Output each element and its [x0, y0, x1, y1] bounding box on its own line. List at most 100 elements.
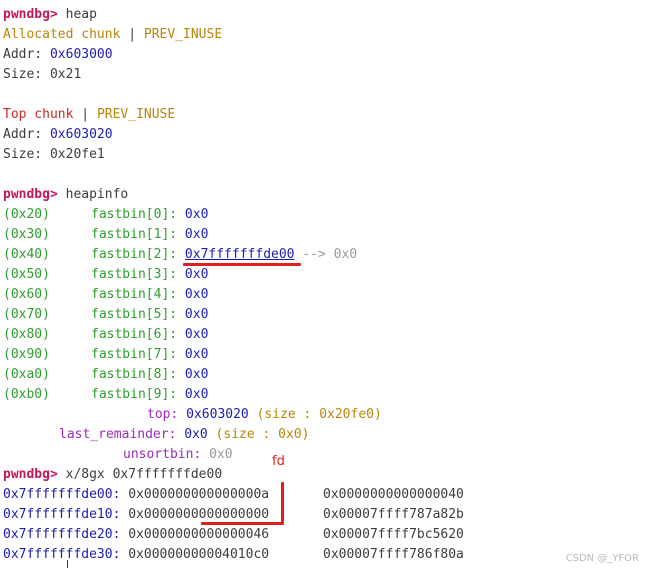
fastbin-value: 0x0 — [184, 367, 209, 382]
fastbin-row: (0x50) fastbin[3]: 0x0 — [3, 265, 464, 285]
fastbin-row: (0x60)fastbin[4]: 0x0 — [3, 285, 464, 305]
size-label: Size: — [3, 67, 43, 82]
fastbin-row: (0x70) fastbin[5]: 0x0 — [3, 305, 464, 325]
fastbin-name: fastbin[2]: — [91, 247, 178, 262]
last-remainder-row: last_remainder: 0x0 (size : 0x0) — [3, 425, 464, 445]
fastbin-name: fastbin[7]: — [91, 347, 178, 362]
fastbin2-underline-mark — [183, 263, 301, 266]
memory-value-1: 0x000000000000000a — [128, 487, 270, 502]
memory-addr: 0x7fffffffde20: — [3, 527, 121, 542]
command-line: pwndbg> heap — [3, 5, 464, 25]
memory-value-2: 0x00007ffff786f80a — [323, 547, 464, 562]
blank-line — [3, 165, 464, 185]
blank-line — [3, 85, 464, 105]
fastbin-size: (0x70) — [3, 307, 50, 322]
size-label: Size: — [3, 147, 43, 162]
watermark: CSDN @_YFOR — [565, 553, 639, 564]
fd-bracket-line — [281, 482, 284, 524]
memory-value-1: 0x00000000004010c0 — [128, 547, 270, 562]
chunk-title: Allocated chunk — [3, 27, 121, 42]
command-line: pwndbg> x/8gx 0x7fffffffde00 — [3, 465, 464, 485]
fd-annotation-label: fd — [272, 454, 285, 469]
memory-addr: 0x7fffffffde10: — [3, 507, 121, 522]
addr-value: 0x603000 — [49, 47, 113, 62]
fastbin-row: (0x30) fastbin[1]: 0x0 — [3, 225, 464, 245]
last-remainder-label: last_remainder: — [59, 427, 177, 442]
fastbin-value: 0x7fffffffde00 — [184, 247, 295, 262]
fastbin-row: (0x20) fastbin[0]: 0x0 — [3, 205, 464, 225]
memory-value-2: 0x0000000000000040 — [323, 487, 464, 502]
top-value: 0x603020 — [186, 407, 249, 422]
memory-value-1: 0x0000000000000000 — [128, 507, 270, 522]
fastbin-name: fastbin[5]: — [91, 307, 178, 322]
fastbin-value: 0x0 — [184, 207, 209, 222]
chunk-header: Top chunk | PREV_INUSE — [3, 105, 464, 125]
fd-underline-mark — [201, 522, 284, 525]
unsortbin-value: 0x0 — [209, 447, 233, 462]
memory-row: 0x7fffffffde00: 0x000000000000000a 0x0000… — [3, 485, 464, 505]
prompt: pwndbg> — [3, 7, 58, 22]
separator: | — [81, 107, 90, 122]
chunk-title: Top chunk — [3, 107, 74, 122]
fastbin-chain: --> 0x0 — [302, 247, 358, 262]
addr-label: Addr: — [3, 47, 43, 62]
fastbin-value: 0x0 — [184, 347, 209, 362]
top-row: top: 0x603020 (size : 0x20fe0) — [3, 405, 464, 425]
fastbin-size: (0x80) — [3, 327, 50, 342]
unsortbin-row: unsortbin: 0x0 — [3, 445, 464, 465]
memory-value-2: 0x00007ffff787a82b — [323, 507, 464, 522]
command-text: x/8gx 0x7fffffffde00 — [65, 467, 223, 482]
fastbin-size: (0x60) — [3, 287, 50, 302]
fastbin-size: (0x40) — [3, 247, 50, 262]
fastbin-value: 0x0 — [184, 327, 209, 342]
chunk-size: Size: 0x20fe1 — [3, 145, 464, 165]
command-text: heap — [65, 7, 97, 22]
memory-addr: 0x7fffffffde00: — [3, 487, 121, 502]
prompt: pwndbg> — [3, 467, 58, 482]
fastbin-name: fastbin[3]: — [91, 267, 178, 282]
last-remainder-size: (size : 0x0) — [215, 427, 310, 442]
size-value: 0x20fe1 — [49, 147, 105, 162]
size-value: 0x21 — [49, 67, 82, 82]
fastbin-name: fastbin[6]: — [91, 327, 178, 342]
fastbin-value: 0x0 — [184, 387, 209, 402]
fastbin-size: (0x20) — [3, 207, 50, 222]
fastbin-size: (0x90) — [3, 347, 50, 362]
addr-value: 0x603020 — [49, 127, 113, 142]
memory-value-1: 0x0000000000000046 — [128, 527, 270, 542]
fastbin-name: fastbin[9]: — [91, 387, 178, 402]
fastbin-size: (0xa0) — [3, 367, 50, 382]
fastbin-size: (0x30) — [3, 227, 50, 242]
separator: | — [128, 27, 137, 42]
fastbin-row: (0xb0)fastbin[9]: 0x0 — [3, 385, 464, 405]
chunk-addr: Addr: 0x603020 — [3, 125, 464, 145]
chunk-size: Size: 0x21 — [3, 65, 464, 85]
memory-row: 0x7fffffffde30: 0x00000000004010c0 0x0000… — [3, 545, 464, 565]
memory-row: 0x7fffffffde20: 0x0000000000000046 0x0000… — [3, 525, 464, 545]
chunk-flag: PREV_INUSE — [143, 27, 223, 42]
fastbin-name: fastbin[1]: — [91, 227, 178, 242]
chunk-addr: Addr: 0x603000 — [3, 45, 464, 65]
fastbin-value: 0x0 — [184, 227, 209, 242]
command-line: pwndbg> heapinfo — [3, 185, 464, 205]
unsortbin-label: unsortbin: — [123, 447, 202, 462]
fastbin-row: (0x90) fastbin[7]: 0x0 — [3, 345, 464, 365]
fastbin-name: fastbin[8]: — [91, 367, 178, 382]
chunk-flag: PREV_INUSE — [96, 107, 176, 122]
fastbin-name: fastbin[0]: — [91, 207, 178, 222]
last-remainder-value: 0x0 — [184, 427, 208, 442]
prompt: pwndbg> — [3, 187, 58, 202]
fastbin-size: (0x50) — [3, 267, 50, 282]
addr-label: Addr: — [3, 127, 43, 142]
memory-value-2: 0x00007ffff7bc5620 — [323, 527, 464, 542]
memory-addr: 0x7fffffffde30: — [3, 547, 121, 562]
terminal-output: pwndbg> heap Allocated chunk | PREV_INUS… — [3, 5, 464, 565]
top-label: top: — [147, 407, 179, 422]
fastbin-value: 0x0 — [184, 287, 209, 302]
fastbin-row: (0x40) fastbin[2]: 0x7fffffffde00 --> 0x0 — [3, 245, 464, 265]
top-size: (size : 0x20fe0) — [256, 407, 382, 422]
fastbin-value: 0x0 — [184, 307, 209, 322]
fastbin-row: (0xa0) fastbin[8]: 0x0 — [3, 365, 464, 385]
fastbin-value: 0x0 — [184, 267, 209, 282]
chunk-header: Allocated chunk | PREV_INUSE — [3, 25, 464, 45]
